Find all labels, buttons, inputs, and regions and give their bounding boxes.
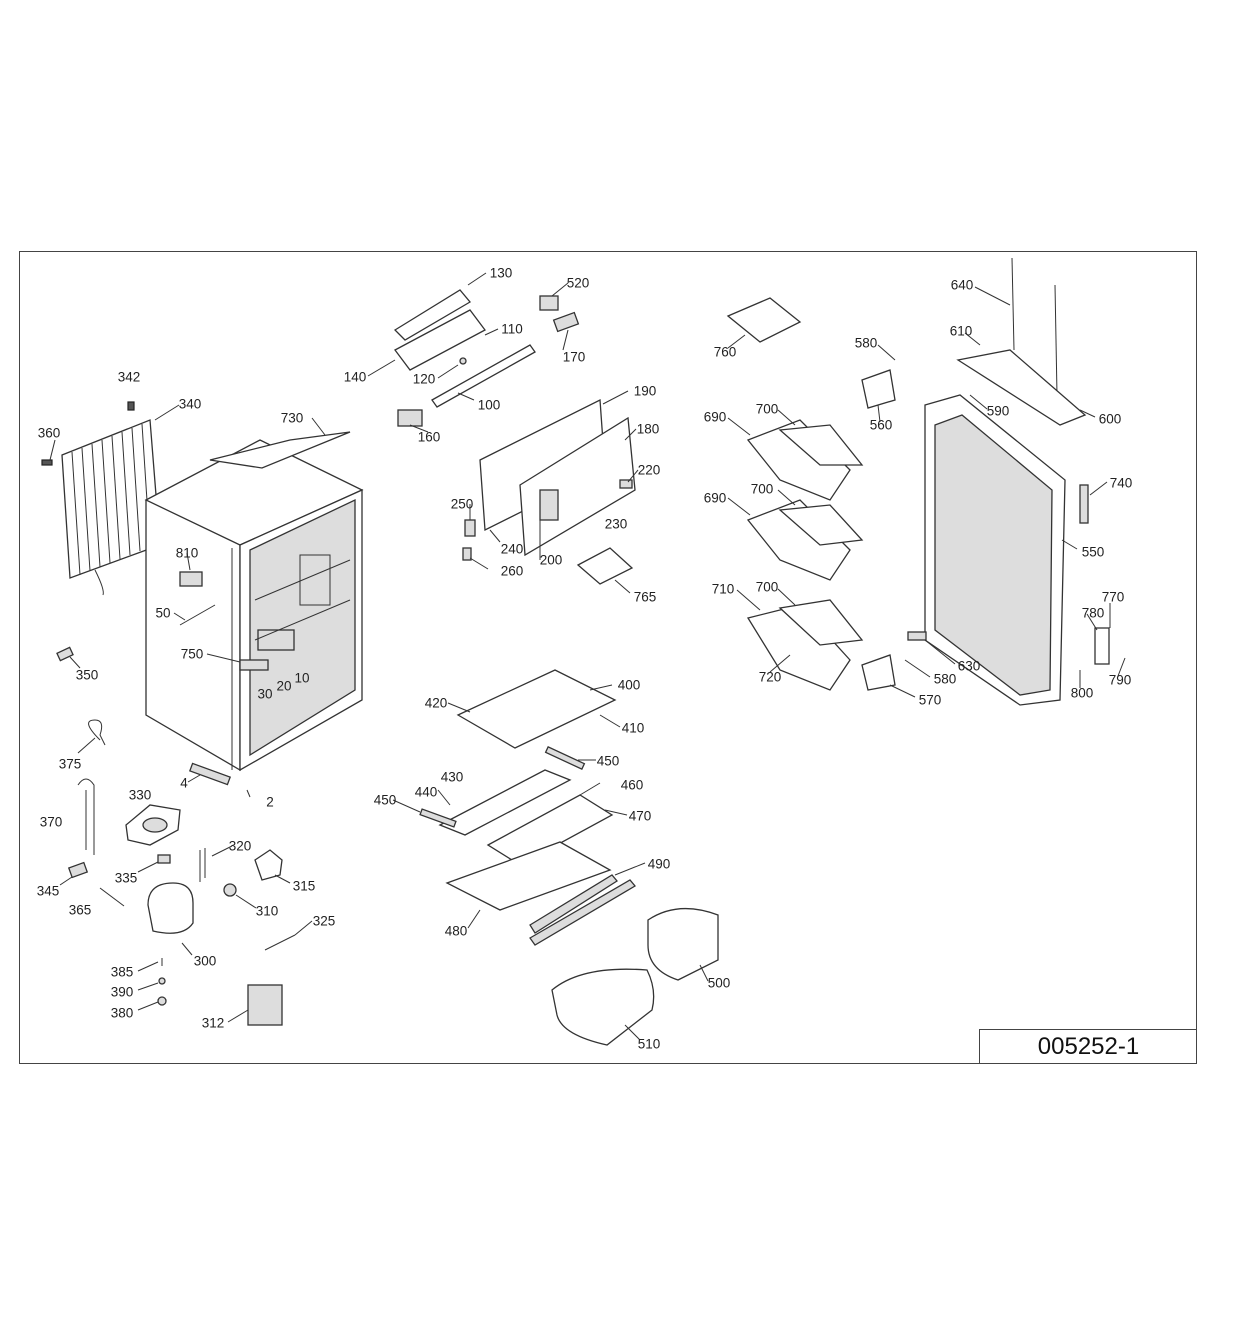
callout-630: 630: [957, 658, 981, 674]
callout-600: 600: [1098, 411, 1122, 427]
callout-560: 560: [869, 417, 893, 433]
callout-690-top: 690: [703, 409, 727, 425]
callout-700-bottom: 700: [755, 579, 779, 595]
callout-720: 720: [758, 669, 782, 685]
callout-400: 400: [617, 677, 641, 693]
leader-lines: [49, 272, 1126, 1041]
callout-30: 30: [257, 686, 273, 702]
callout-420: 420: [424, 695, 448, 711]
callout-300: 300: [193, 953, 217, 969]
callout-590: 590: [986, 403, 1010, 419]
callout-490: 490: [647, 856, 671, 872]
callout-240: 240: [500, 541, 524, 557]
control-parts: [393, 289, 580, 427]
crisper-cover-panels: [462, 398, 636, 585]
drawing-number: 005252-1: [1037, 1033, 1140, 1060]
callout-430: 430: [440, 769, 464, 785]
callout-790: 790: [1108, 672, 1132, 688]
callout-500: 500: [707, 975, 731, 991]
callout-510: 510: [637, 1036, 661, 1052]
callout-610: 610: [949, 323, 973, 339]
door-bins-and-parts: [726, 257, 1110, 706]
callout-370: 370: [39, 814, 63, 830]
callout-580-top: 580: [854, 335, 878, 351]
callout-330: 330: [128, 787, 152, 803]
callout-320: 320: [228, 838, 252, 854]
callout-780: 780: [1081, 605, 1105, 621]
callout-310: 310: [255, 903, 279, 919]
callout-250: 250: [450, 496, 474, 512]
callout-550: 550: [1081, 544, 1105, 560]
callout-360: 360: [37, 425, 61, 441]
callout-700-top: 700: [755, 401, 779, 417]
callout-390: 390: [110, 984, 134, 1000]
cabinet: [144, 431, 364, 772]
callout-740: 740: [1109, 475, 1133, 491]
callout-130: 130: [489, 265, 513, 281]
callout-710: 710: [711, 581, 735, 597]
callout-440: 440: [414, 784, 438, 800]
callout-340: 340: [178, 396, 202, 412]
callout-365: 365: [68, 902, 92, 918]
callout-230: 230: [604, 516, 628, 532]
callout-312: 312: [201, 1015, 225, 1031]
callout-342: 342: [117, 369, 141, 385]
callout-380: 380: [110, 1005, 134, 1021]
callout-50: 50: [155, 605, 171, 621]
callout-10: 10: [294, 670, 310, 686]
callout-690-mid: 690: [703, 490, 727, 506]
callout-450-left: 450: [373, 792, 397, 808]
callout-385: 385: [110, 964, 134, 980]
callout-20: 20: [276, 678, 292, 694]
callout-200: 200: [539, 552, 563, 568]
callout-810: 810: [175, 545, 199, 561]
callout-480: 480: [444, 923, 468, 939]
callout-700-mid: 700: [750, 481, 774, 497]
callout-410: 410: [621, 720, 645, 736]
callout-750: 750: [180, 646, 204, 662]
callout-220: 220: [637, 462, 661, 478]
callout-450-top: 450: [596, 753, 620, 769]
left-small-parts: [56, 646, 296, 1026]
callout-570: 570: [918, 692, 942, 708]
callout-325: 325: [312, 913, 336, 929]
callout-350: 350: [75, 667, 99, 683]
condenser: [41, 401, 161, 596]
callout-760: 760: [713, 344, 737, 360]
callout-315: 315: [292, 878, 316, 894]
callout-460: 460: [620, 777, 644, 793]
callout-470: 470: [628, 808, 652, 824]
callout-800: 800: [1070, 685, 1094, 701]
callout-730: 730: [280, 410, 304, 426]
callout-520: 520: [566, 275, 590, 291]
crisper-drawers: [551, 907, 719, 1046]
callout-580-bottom: 580: [933, 671, 957, 687]
callout-170: 170: [562, 349, 586, 365]
callout-190: 190: [633, 383, 657, 399]
callout-770: 770: [1101, 589, 1125, 605]
glass-shelves: [419, 669, 636, 946]
callout-100: 100: [477, 397, 501, 413]
callout-640: 640: [950, 277, 974, 293]
diagram-frame: [19, 251, 1197, 1064]
callout-4: 4: [180, 775, 188, 791]
callout-160: 160: [417, 429, 441, 445]
callout-375: 375: [58, 756, 82, 772]
callout-110: 110: [501, 321, 523, 337]
callout-120: 120: [412, 371, 436, 387]
callout-345: 345: [36, 883, 60, 899]
callout-2: 2: [266, 794, 274, 810]
callout-140: 140: [343, 369, 367, 385]
callout-335: 335: [114, 870, 138, 886]
callout-765: 765: [633, 589, 657, 605]
callout-260: 260: [500, 563, 524, 579]
drawing-number-box: 005252-1: [979, 1029, 1197, 1064]
callout-180: 180: [636, 421, 660, 437]
